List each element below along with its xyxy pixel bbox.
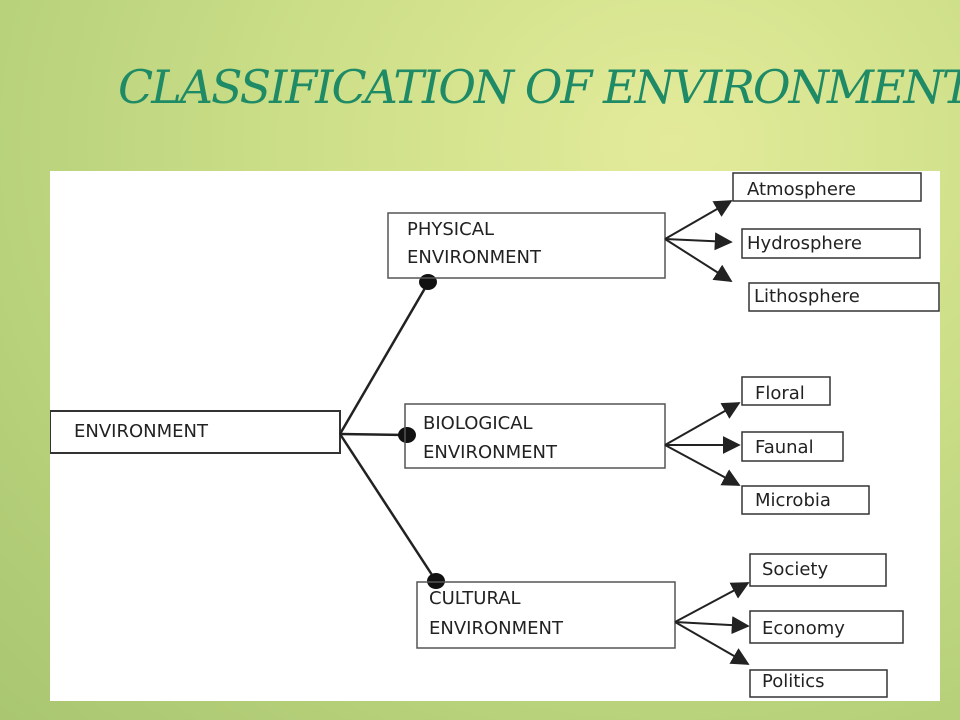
arrow-society (674, 582, 750, 623)
biological-label-line1: BIOLOGICAL (423, 413, 533, 434)
hydrosphere-box (741, 228, 921, 259)
connector-biological (339, 432, 407, 437)
hydrosphere-label: Hydrosphere (747, 233, 862, 254)
faunal-label: Faunal (755, 437, 814, 458)
biological-node-dot (398, 427, 416, 443)
physical-label-line2: ENVIRONMENT (407, 247, 541, 268)
arrow-lithosphere (664, 238, 733, 282)
cultural-label-line2: ENVIRONMENT (429, 618, 563, 639)
arrow-atmosphere (664, 200, 733, 240)
atmosphere-label: Atmosphere (747, 179, 856, 200)
biological-label-line2: ENVIRONMENT (423, 442, 557, 463)
physical-box (387, 212, 666, 279)
arrow-politics (674, 621, 750, 665)
society-label: Society (762, 559, 829, 580)
connector-physical (338, 282, 430, 435)
cultural-box (416, 581, 676, 649)
politics-label: Politics (762, 671, 825, 692)
lithosphere-box (748, 282, 940, 312)
cultural-node-dot (427, 573, 445, 589)
microbia-label: Microbia (755, 490, 831, 511)
physical-label-line1: PHYSICAL (407, 219, 495, 240)
faunal-box (741, 431, 844, 462)
diagram-panel: ENVIRONMENT PHYSICAL ENVIRONMENT BIOLOGI… (50, 171, 940, 701)
floral-label: Floral (755, 383, 805, 404)
floral-box (741, 376, 831, 406)
physical-node-dot (419, 274, 437, 290)
society-box (749, 553, 887, 587)
atmosphere-box (732, 172, 922, 202)
arrow-floral (664, 402, 741, 446)
economy-box (749, 610, 904, 644)
connector-cultural (338, 433, 438, 582)
slide-title: CLASSIFICATION OF ENVIRONMENT (118, 60, 960, 114)
root-label: ENVIRONMENT (74, 421, 208, 442)
lithosphere-label: Lithosphere (754, 286, 860, 307)
arrow-hydrosphere (664, 232, 733, 251)
economy-label: Economy (762, 618, 845, 639)
microbia-box (741, 485, 870, 515)
cultural-label-line1: CULTURAL (429, 588, 521, 609)
politics-box (749, 669, 888, 698)
classification-diagram (50, 172, 940, 698)
biological-box (404, 403, 666, 469)
arrow-economy (674, 616, 750, 635)
arrow-microbia (664, 444, 741, 486)
